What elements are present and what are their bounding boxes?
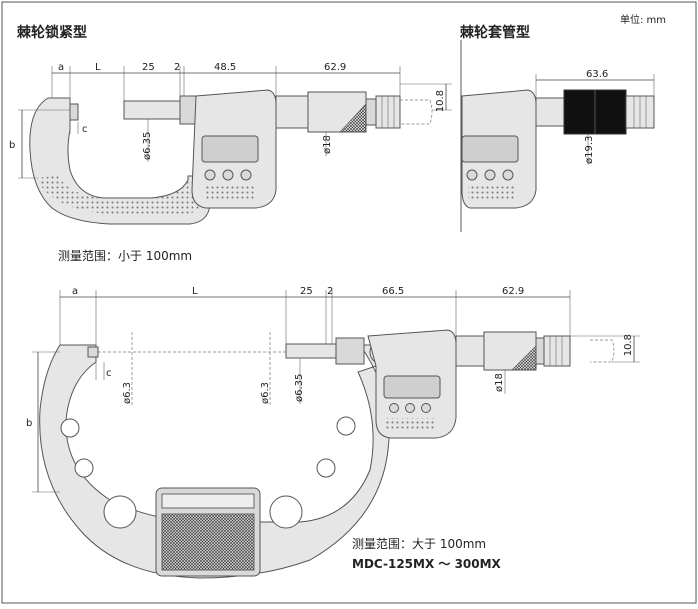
range-large-label: 测量范围：大于 100mm — [352, 537, 486, 551]
frame-hole-4 — [269, 495, 303, 529]
top-dim-c: c — [82, 124, 88, 135]
bottom-button-2 — [405, 403, 415, 413]
bottom-anvil — [87, 346, 99, 358]
top-spindle-travel — [400, 99, 433, 125]
top-dim-dia-18: ø18 — [322, 135, 333, 154]
bottom-button-3 — [421, 403, 431, 413]
bottom-dim-c: c — [106, 368, 112, 379]
top-dim-62-9: 62.9 — [324, 62, 346, 73]
right-button-3 — [502, 169, 514, 181]
top-dim-25: 25 — [142, 62, 155, 73]
frame-hole-1 — [60, 418, 80, 438]
top-dim-10-8: 10.8 — [435, 90, 446, 112]
bottom-dim-dia-6-3-a: ø6.3 — [122, 382, 133, 404]
top-dim-48-5: 48.5 — [214, 62, 236, 73]
top-button-1 — [204, 169, 216, 181]
top-micrometer — [29, 89, 433, 225]
bottom-dim-62-9: 62.9 — [502, 286, 524, 297]
right-button-2 — [484, 169, 496, 181]
bottom-dim-2: 2 — [327, 286, 333, 297]
bottom-dim-25: 25 — [300, 286, 313, 297]
top-sleeve — [275, 95, 309, 129]
bottom-dim-dia-18: ø18 — [494, 373, 505, 392]
bottom-dim-66-5: 66.5 — [382, 286, 404, 297]
right-micrometer — [461, 89, 655, 209]
right-sleeve — [535, 97, 565, 127]
bottom-sleeve — [455, 335, 485, 367]
bottom-spindle — [285, 343, 337, 359]
model-label: MDC-125MX ～ 300MX — [352, 557, 502, 571]
range-small-label: 测量范围：小于 100mm — [58, 249, 192, 263]
frame-hole-6 — [336, 416, 356, 436]
top-dim-L: L — [95, 62, 101, 73]
bottom-spindle-housing — [335, 337, 365, 365]
bottom-dimensions: a L 25 2 66.5 62.9 10.8 b c ø6.3 ø6.3 ø6… — [26, 286, 640, 493]
frame-hole-5 — [316, 458, 336, 478]
top-display-grip — [206, 186, 254, 200]
right-lcd — [461, 135, 519, 163]
bottom-grip-label — [161, 493, 255, 509]
top-button-2 — [222, 169, 234, 181]
bottom-spindle-travel — [590, 339, 615, 363]
top-dimensions: a L 25 2 48.5 62.9 10.8 b c ø6.35 ø18 — [9, 62, 452, 179]
bottom-ratchet-neck — [535, 337, 545, 365]
right-display-grip — [468, 186, 516, 200]
top-dim-a: a — [58, 62, 64, 73]
right-dim-dia-19-3: ø19.3 — [584, 136, 595, 164]
unit-label: 单位: mm — [620, 13, 666, 26]
title-ratchet-sleeve: 棘轮套管型 — [460, 24, 530, 41]
frame-hole-2 — [74, 458, 94, 478]
bottom-dim-b: b — [26, 418, 32, 429]
bottom-dim-L: L — [192, 286, 198, 297]
top-spindle — [123, 100, 181, 120]
top-anvil — [69, 103, 79, 121]
bottom-dim-dia-6-3-b: ø6.3 — [260, 382, 271, 404]
bottom-dim-a: a — [72, 286, 78, 297]
frame-hole-3 — [103, 495, 137, 529]
bottom-dim-10-8: 10.8 — [623, 334, 634, 356]
bottom-display-grip — [386, 418, 434, 430]
bottom-dim-dia-6-35: ø6.35 — [294, 374, 305, 402]
top-dim-2: 2 — [174, 62, 180, 73]
top-dim-b: b — [9, 140, 15, 151]
bottom-micrometer — [39, 329, 615, 579]
bottom-lcd — [383, 375, 441, 399]
title-ratchet-lock: 棘轮锁紧型 — [17, 24, 87, 41]
right-dimensions: 63.6 ø19.3 — [535, 69, 655, 165]
right-dim-63-6: 63.6 — [586, 69, 608, 80]
bottom-grip-texture — [161, 513, 255, 571]
top-ratchet-neck — [365, 98, 377, 126]
bottom-ratchet — [543, 335, 571, 367]
right-button-1 — [466, 169, 478, 181]
top-dim-dia-6-35: ø6.35 — [142, 132, 153, 160]
top-frame-grip — [36, 176, 204, 214]
top-lcd — [201, 135, 259, 163]
top-button-3 — [240, 169, 252, 181]
bottom-button-1 — [389, 403, 399, 413]
